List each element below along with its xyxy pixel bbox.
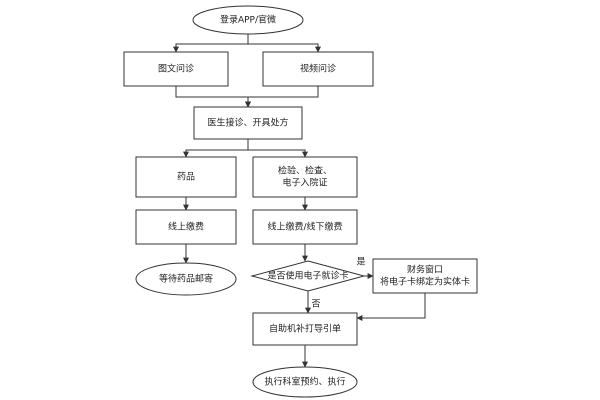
node-e-card-decision: 是否使用电子就诊卡 bbox=[250, 260, 366, 292]
node-doctor-shape bbox=[193, 106, 303, 140]
edge-doctor-to-inspection bbox=[247, 139, 308, 158]
node-text-consult-shape bbox=[123, 51, 229, 87]
node-online-pay-label: 线上缴费 bbox=[168, 221, 204, 233]
node-online-offline-pay: 线上缴费/线下缴费 bbox=[252, 209, 358, 245]
node-video-consult-shape bbox=[262, 51, 374, 87]
node-wait-mail-shape bbox=[135, 262, 237, 296]
node-text-consult-label: 图文问诊 bbox=[158, 63, 194, 75]
node-finance-window-shape bbox=[372, 258, 478, 294]
node-e-card-decision-label: 是否使用电子就诊卡 bbox=[267, 270, 348, 282]
node-wait-mail-label: 等待药品邮寄 bbox=[159, 273, 213, 285]
edge-finance-window-to-self-service bbox=[356, 293, 426, 321]
edges-layer bbox=[173, 34, 426, 368]
edge-login-to-video-consult bbox=[247, 34, 321, 53]
edge-login-to-text-consult bbox=[173, 34, 249, 53]
node-online-pay: 线上缴费 bbox=[135, 209, 237, 245]
node-medicine: 药品 bbox=[135, 156, 237, 198]
node-online-offline-pay-shape bbox=[252, 209, 358, 245]
edge-labels-layer: 是否 bbox=[311, 257, 365, 310]
node-doctor-label: 医生接诊、开具处方 bbox=[207, 117, 288, 129]
edge-video-consult-to-doctor bbox=[245, 86, 319, 108]
node-doctor: 医生接诊、开具处方 bbox=[193, 106, 303, 140]
node-medicine-label: 药品 bbox=[177, 172, 195, 183]
node-self-service-label: 自助机补打导引单 bbox=[269, 323, 341, 335]
node-finance-window-label: 将电子卡绑定为实体卡 bbox=[380, 276, 470, 288]
node-text-consult: 图文问诊 bbox=[123, 51, 229, 87]
node-video-consult: 视频问诊 bbox=[262, 51, 374, 87]
node-inspection-shape bbox=[252, 156, 358, 198]
node-self-service: 自助机补打导引单 bbox=[252, 312, 358, 346]
node-inspection-label: 检验、检查、 bbox=[278, 165, 332, 177]
node-self-service-shape bbox=[252, 312, 358, 346]
node-execute-shape bbox=[252, 366, 358, 398]
edge-label-e-card-decision-to-self-service: 否 bbox=[311, 299, 320, 310]
node-inspection: 检验、检查、电子入院证 bbox=[252, 156, 358, 198]
node-login: 登录APP/官微 bbox=[192, 5, 304, 35]
node-finance-window-label: 财务窗口 bbox=[407, 264, 443, 276]
node-login-shape bbox=[192, 5, 304, 35]
node-login-label: 登录APP/官微 bbox=[220, 14, 276, 26]
node-online-offline-pay-label: 线上缴费/线下缴费 bbox=[267, 221, 342, 233]
node-online-pay-shape bbox=[135, 209, 237, 245]
node-execute: 执行科室预约、执行 bbox=[252, 366, 358, 398]
edge-doctor-to-medicine bbox=[183, 139, 249, 158]
node-wait-mail: 等待药品邮寄 bbox=[135, 262, 237, 296]
node-execute-label: 执行科室预约、执行 bbox=[264, 376, 345, 388]
node-inspection-label: 电子入院证 bbox=[282, 177, 327, 189]
node-medicine-shape bbox=[135, 156, 237, 198]
node-e-card-decision-shape bbox=[250, 260, 366, 292]
edge-text-consult-to-doctor bbox=[175, 86, 251, 108]
node-video-consult-label: 视频问诊 bbox=[300, 63, 336, 75]
edge-label-e-card-decision-to-finance-window: 是 bbox=[356, 257, 365, 268]
